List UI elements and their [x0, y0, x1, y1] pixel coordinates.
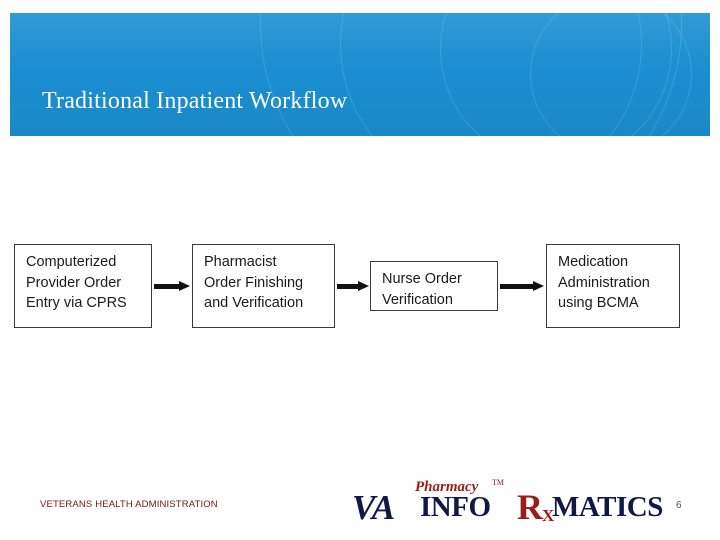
logo-trademark-text: TM	[492, 478, 504, 487]
flow-node-line: Order Finishing	[204, 274, 304, 291]
flow-node-line: and Verification	[204, 295, 304, 312]
flow-node-line: Provider Order	[26, 274, 122, 291]
va-pharmacy-informatics-logo: VA INFO R X MATICS Pharmacy TM	[352, 478, 663, 528]
logo-rx-r-text: R	[517, 487, 543, 527]
page-title: Traditional Inpatient Workflow	[42, 88, 348, 114]
decorative-swirl	[530, 13, 692, 136]
flow-node-line: Medication	[558, 254, 629, 270]
logo-va-text: VA	[352, 488, 395, 527]
flow-node-line: using BCMA	[558, 295, 639, 312]
flow-node-pharmacist: Pharmacist Order Finishing and Verificat…	[192, 244, 335, 328]
logo-rx-x-text: X	[542, 506, 555, 525]
logo-pharmacy-text: Pharmacy	[415, 479, 479, 495]
workflow-diagram: Computerized Provider Order Entry via CP…	[0, 238, 720, 348]
flow-node-line: Administration	[558, 274, 650, 291]
flow-arrow-icon	[154, 281, 190, 291]
page-number: 6	[676, 500, 682, 511]
flow-node-cpoe: Computerized Provider Order Entry via CP…	[14, 244, 152, 328]
banner-gradient	[10, 13, 710, 136]
flow-node-line: Computerized	[26, 254, 117, 270]
flow-node-line: Verification	[382, 291, 453, 308]
flow-node-medication-administration: Medication Administration using BCMA	[546, 244, 680, 328]
slide-header-banner	[10, 13, 710, 136]
footer-organization-text: VETERANS HEALTH ADMINISTRATION	[40, 499, 218, 510]
flow-node-line: Pharmacist	[204, 254, 277, 270]
flow-node-line: Entry via CPRS	[26, 295, 127, 312]
flow-arrow-icon	[500, 281, 544, 291]
logo-infor-text: INFO	[420, 491, 491, 523]
flow-arrow-icon	[337, 281, 369, 291]
logo-matics-text: MATICS	[552, 491, 663, 523]
flow-node-nurse: Nurse Order Verification	[370, 261, 498, 311]
flow-node-line: Nurse Order	[382, 271, 462, 287]
